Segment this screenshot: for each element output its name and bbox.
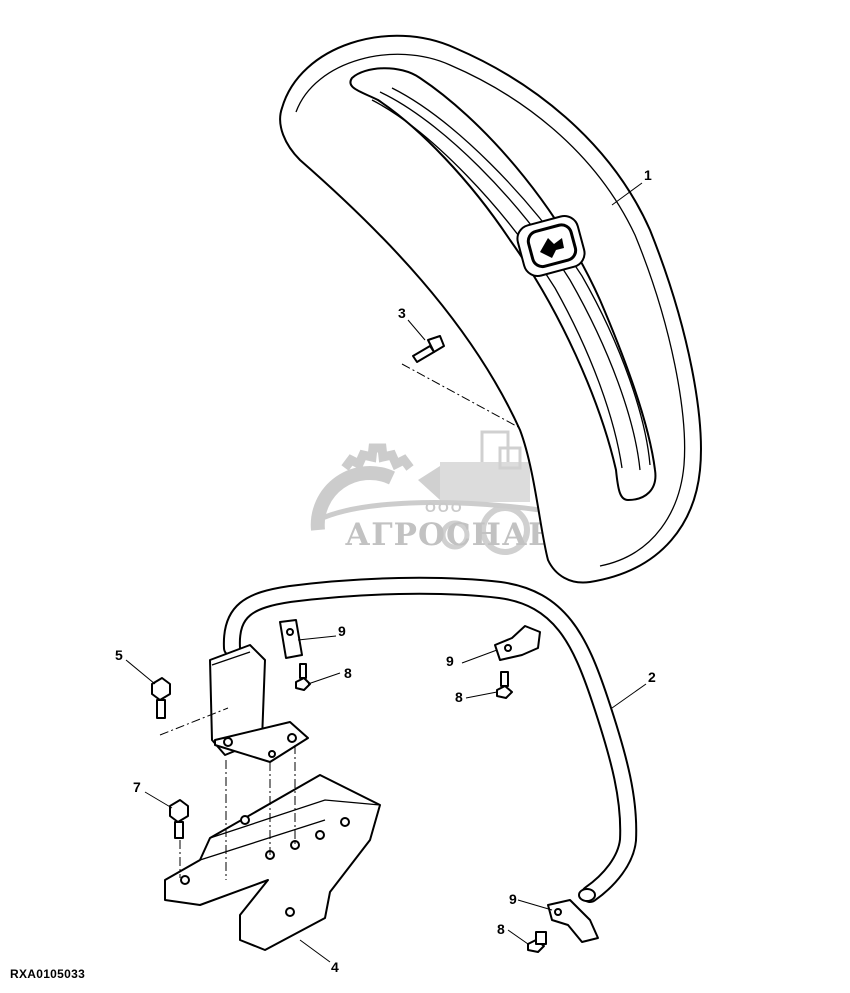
watermark: ООО АГРОСНАБ xyxy=(310,430,556,555)
screw-part-8a xyxy=(295,663,311,691)
clamp-part-9b xyxy=(494,625,541,661)
fender-emblem xyxy=(516,215,586,277)
bolt-part-5 xyxy=(151,677,229,736)
callout-4: 4 xyxy=(331,959,339,975)
leader-lines xyxy=(125,182,647,963)
bolt-part-7 xyxy=(169,799,189,878)
fender-part-1 xyxy=(279,34,702,584)
clamp-part-9a xyxy=(279,619,303,659)
gear-icon xyxy=(310,443,414,531)
callout-8c: 8 xyxy=(497,921,505,937)
callout-9b: 9 xyxy=(446,653,454,669)
callout-9c: 9 xyxy=(509,891,517,907)
callout-8b: 8 xyxy=(455,689,463,705)
callout-3: 3 xyxy=(398,305,406,321)
callout-2: 2 xyxy=(648,669,656,685)
watermark-prefix: ООО xyxy=(425,499,464,515)
screw-part-8c xyxy=(527,931,547,953)
swoosh xyxy=(316,500,541,523)
fender-channel xyxy=(349,67,657,501)
callout-9a: 9 xyxy=(338,623,346,639)
watermark-brand: АГРОСНАБ xyxy=(345,517,556,553)
tube-part-2 xyxy=(209,576,638,903)
reference-code: RXA0105033 xyxy=(10,967,86,981)
clamp-part-9c xyxy=(547,899,599,943)
callout-5: 5 xyxy=(115,647,123,663)
mount-part-4 xyxy=(164,745,381,951)
callout-7: 7 xyxy=(133,779,141,795)
screw-part-8b xyxy=(496,671,513,699)
callout-8a: 8 xyxy=(344,665,352,681)
deer-logo-icon xyxy=(540,238,564,258)
harvester-icon xyxy=(418,430,530,555)
callout-1: 1 xyxy=(644,167,652,183)
alignment-line-3 xyxy=(401,363,521,429)
bolt-part-3 xyxy=(401,335,521,429)
